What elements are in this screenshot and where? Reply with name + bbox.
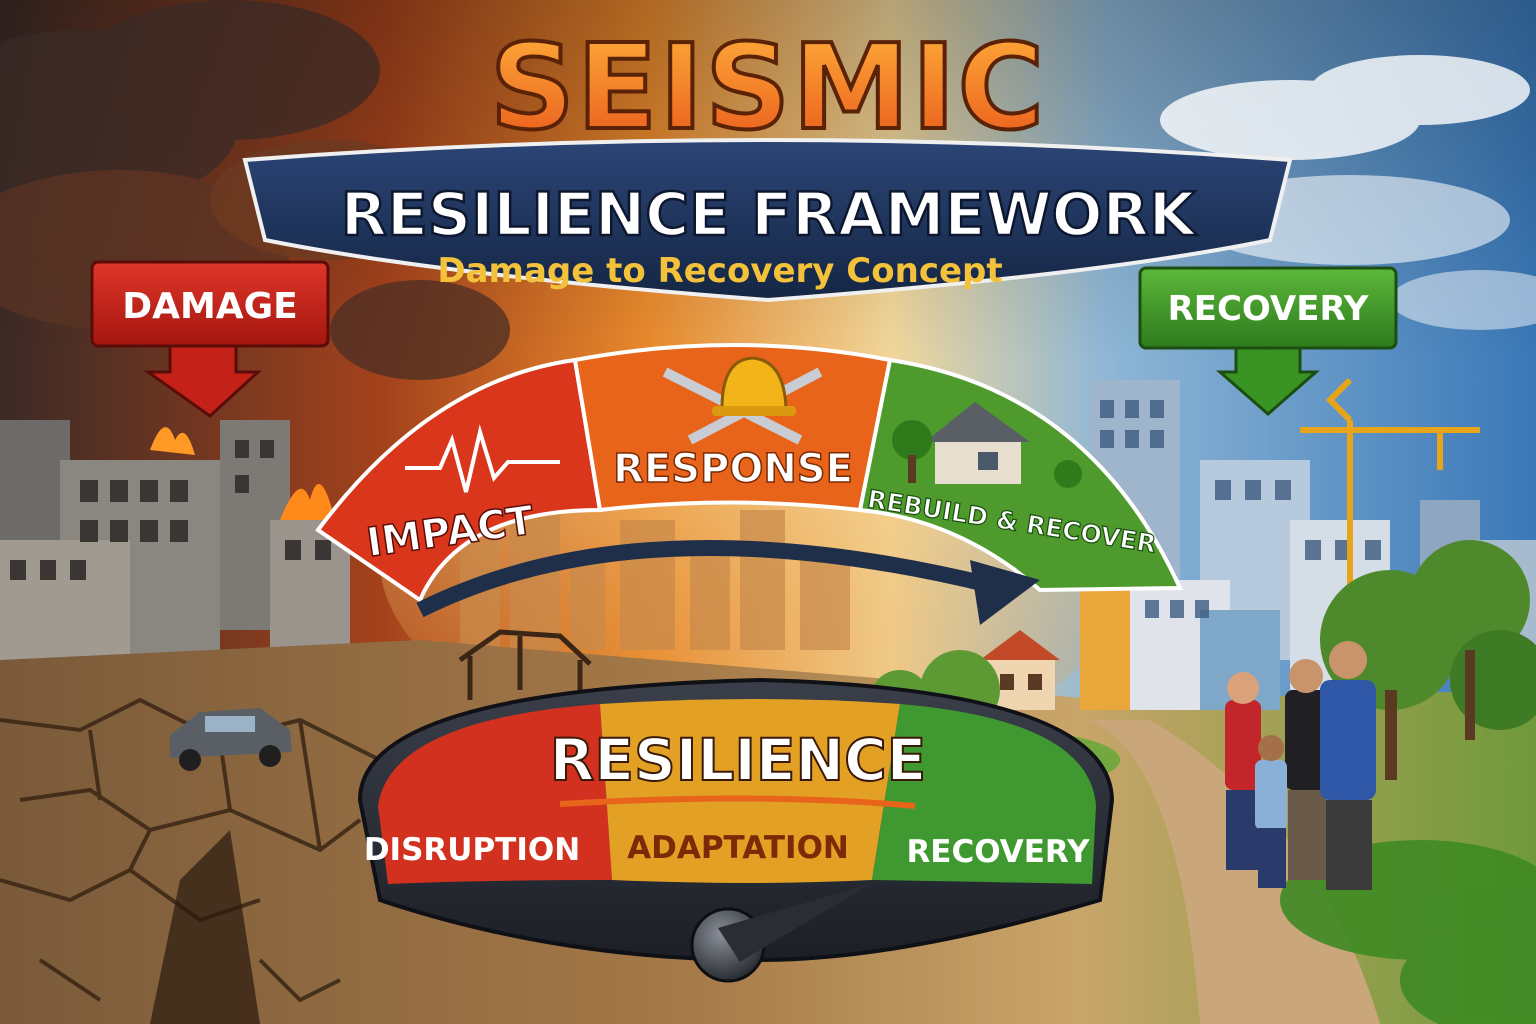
recovery-banner	[1138, 266, 1398, 416]
title-sub: RESILIENCE FRAMEWORK	[341, 180, 1198, 250]
gauge-segment-disruption	[378, 704, 612, 884]
gauge-segment-recovery	[872, 704, 1096, 884]
title-main: SEISMIC	[490, 18, 1046, 156]
house-tree-icon	[892, 402, 1082, 488]
stage-arc	[315, 343, 1184, 604]
ruined-buildings	[0, 420, 350, 670]
hardhat-wrench-icon	[662, 356, 823, 445]
damage-label: DAMAGE	[122, 286, 298, 327]
dirt-path	[1090, 720, 1380, 1024]
resilience-gauge	[357, 677, 1115, 983]
recovery-banner-label: RECOVERY	[1168, 289, 1369, 329]
car-icon	[170, 708, 292, 771]
title-tagline: Damage to Recovery Concept	[437, 251, 1002, 291]
gauge-label-adaptation: ADAPTATION	[627, 830, 849, 866]
arc-label-response: RESPONSE	[613, 446, 853, 492]
gauge-needle-icon	[718, 884, 870, 962]
family-figures	[1225, 641, 1376, 890]
gauge-segment-adaptation	[600, 699, 900, 883]
crane-icon	[1300, 377, 1480, 610]
gauge-title: RESILIENCE	[550, 726, 927, 794]
progress-arrow	[416, 539, 1040, 625]
title-plaque	[242, 138, 1293, 303]
damage-banner	[90, 260, 330, 418]
gauge-label-disruption: DISRUPTION	[364, 832, 580, 868]
gauge-label-recovery: RECOVERY	[906, 834, 1090, 870]
heartbeat-icon	[405, 424, 560, 493]
